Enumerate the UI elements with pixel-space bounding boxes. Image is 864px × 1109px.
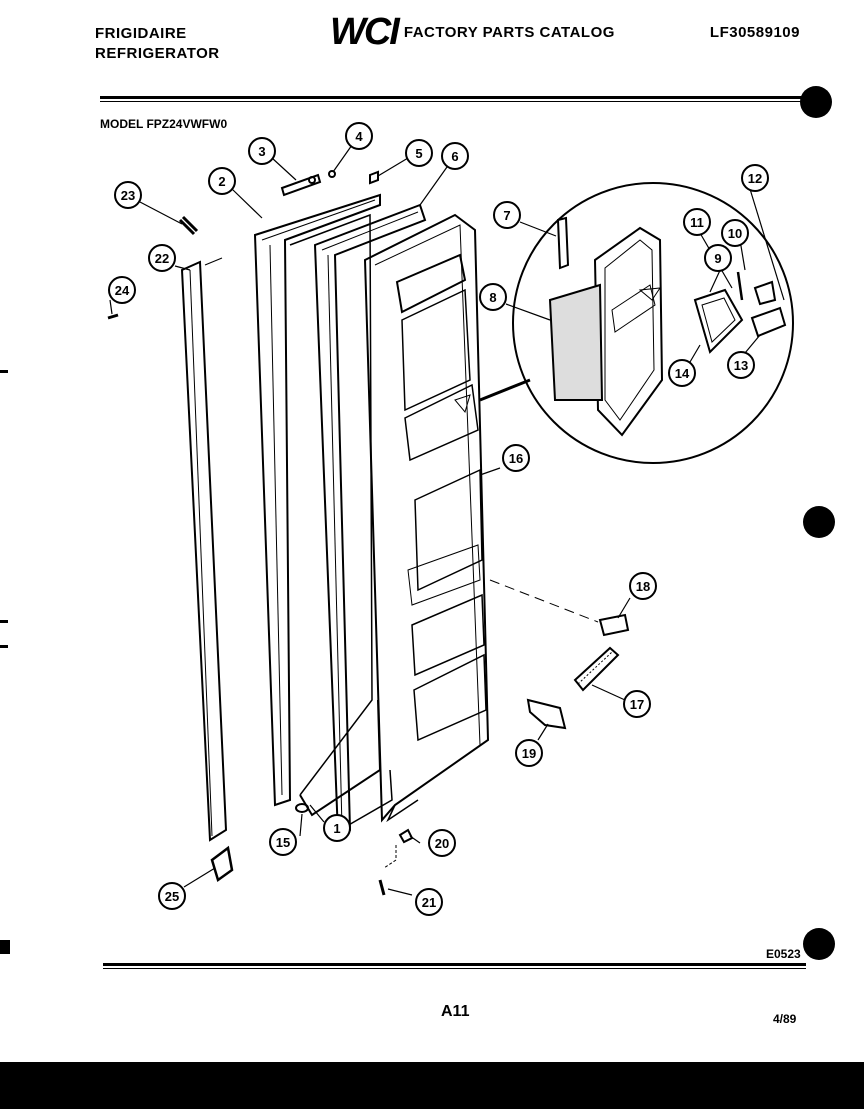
header-rule — [100, 96, 805, 99]
inner-door-liner — [363, 213, 490, 823]
callout-14 — [668, 359, 696, 387]
callout-22 — [148, 244, 176, 272]
callout-21 — [415, 888, 443, 916]
shelf-clip — [526, 698, 567, 730]
callout-label: 4 — [355, 129, 363, 144]
callout-24 — [108, 276, 136, 304]
callout-25 — [158, 882, 186, 910]
callout-15 — [269, 828, 297, 856]
dispenser-panel — [593, 226, 664, 437]
callout-label: 21 — [422, 895, 436, 910]
callout-label: 2 — [218, 174, 225, 189]
callout-11 — [683, 208, 711, 236]
scan-border — [0, 1062, 864, 1109]
callout-5 — [405, 139, 433, 167]
callout-23 — [114, 181, 142, 209]
callout-2 — [208, 167, 236, 195]
revision-date: 4/89 — [773, 1012, 797, 1026]
callout-3 — [248, 137, 276, 165]
callout-label: 3 — [258, 144, 265, 159]
callout-label: 11 — [690, 215, 704, 230]
callout-label: 7 — [503, 208, 510, 223]
callout-label: 19 — [522, 746, 536, 761]
punch-hole — [800, 86, 832, 118]
callout-label: 13 — [734, 358, 748, 373]
callout-label: 1 — [333, 821, 340, 836]
drawing-code: E0523 — [766, 947, 801, 961]
outer-door-panel — [253, 193, 381, 807]
callout-7 — [493, 201, 521, 229]
callout-label: 14 — [675, 366, 690, 381]
callout-label: 23 — [121, 188, 135, 203]
punch-hole — [803, 506, 835, 538]
shelf-rail — [573, 646, 620, 692]
callout-label: 5 — [415, 146, 422, 161]
callout-9 — [704, 244, 732, 272]
callout-label: 25 — [165, 889, 179, 904]
callout-12 — [741, 164, 769, 192]
callout-label: 10 — [728, 226, 742, 241]
scan-edge-mark — [0, 645, 8, 648]
callout-16 — [502, 444, 530, 472]
footer-rule — [103, 963, 806, 966]
callout-10 — [721, 219, 749, 247]
callout-6 — [441, 142, 469, 170]
callout-20 — [428, 829, 456, 857]
brand-name: FRIGIDAIRE — [95, 25, 187, 42]
callout-label: 16 — [509, 451, 523, 466]
footer-rule-thin — [103, 968, 806, 969]
callout-13 — [727, 351, 755, 379]
model-line: MODEL FPZ24VWFW0 — [100, 117, 228, 131]
callout-label: 20 — [435, 836, 449, 851]
punch-hole — [803, 928, 835, 960]
callout-label: 15 — [276, 835, 290, 850]
scan-edge-mark — [0, 620, 8, 623]
callout-17 — [623, 690, 651, 718]
brand-block: FRIGIDAIRE REFRIGERATOR — [95, 24, 220, 64]
callout-label: 9 — [714, 251, 721, 266]
catalog-title: FACTORY PARTS CATALOG — [403, 23, 615, 41]
scan-edge-mark — [0, 940, 10, 954]
callout-label: 12 — [748, 171, 762, 186]
callout-1 — [323, 814, 351, 842]
catalog-number: LF30589109 — [709, 24, 800, 41]
callout-label: 8 — [489, 290, 496, 305]
callout-label: 17 — [630, 697, 644, 712]
callout-label: 6 — [451, 149, 458, 164]
header-rule-thin — [100, 101, 805, 102]
callout-label: 24 — [115, 283, 130, 298]
callout-label: 18 — [636, 579, 650, 594]
callout-19 — [515, 739, 543, 767]
scan-edge-mark — [0, 370, 8, 373]
dispenser-pad — [548, 283, 604, 401]
product-type: REFRIGERATOR — [95, 45, 220, 62]
callout-label: 22 — [155, 251, 169, 266]
wci-logo: WCI — [330, 11, 400, 53]
page-label: A11 — [441, 1003, 470, 1020]
callout-8 — [479, 283, 507, 311]
detail-inset — [512, 182, 794, 464]
handle-piece — [280, 173, 322, 197]
callout-4 — [345, 122, 373, 150]
catalog-header: WCI FACTORY PARTS CATALOG — [330, 11, 615, 53]
shelf-clip — [598, 613, 630, 637]
bottom-hinge — [210, 845, 234, 883]
callout-18 — [629, 572, 657, 600]
door-trim-strip — [180, 260, 228, 842]
hinge-screw — [178, 215, 199, 236]
